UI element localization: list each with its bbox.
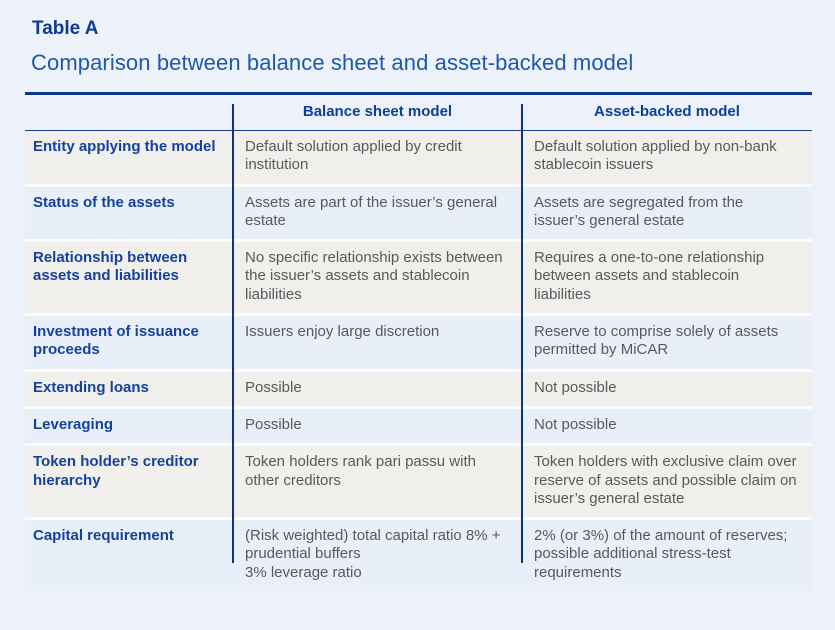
header-balance-sheet-model: Balance sheet model: [302, 103, 453, 120]
row-label: Investment of issuance proceeds: [33, 323, 199, 359]
row-label: Token holder’s creditor hierarchy: [33, 453, 199, 489]
cell-asset-backed: Reserve to comprise solely of assets per…: [534, 323, 779, 359]
comparison-table: Balance sheet model Asset-backed model E…: [25, 95, 812, 592]
cell-asset-backed: Not possible: [534, 415, 617, 433]
row-label: Status of the assets: [33, 193, 175, 211]
cell-balance-sheet: Token holders rank pari passu with other…: [245, 453, 476, 489]
cell-balance-sheet: Possible: [245, 415, 302, 433]
table-label: Table A: [32, 18, 99, 39]
cell-asset-backed: Token holders with exclusive claim over …: [534, 453, 797, 507]
cell-asset-backed: Assets are segregated from the issuer’s …: [534, 193, 744, 229]
table-row: Entity applying the model Default soluti…: [25, 131, 812, 187]
table-header-row: Balance sheet model Asset-backed model: [25, 95, 812, 131]
cell-balance-sheet: (Risk weighted) total capital ratio 8% +…: [245, 527, 501, 581]
table-row: Capital requirement (Risk weighted) tota…: [25, 520, 812, 592]
table-row: Status of the assets Assets are part of …: [25, 186, 812, 243]
table-row: Investment of issuance proceeds Issuers …: [25, 316, 812, 372]
page-title: Comparison between balance sheet and ass…: [31, 50, 634, 75]
table-row: Relationship between assets and liabilit…: [25, 242, 812, 317]
cell-balance-sheet: No specific relationship exists between …: [245, 249, 503, 303]
cell-balance-sheet: Assets are part of the issuer’s general …: [245, 193, 498, 229]
cell-balance-sheet: Issuers enjoy large discretion: [245, 323, 440, 341]
table-row: Leveraging Possible Not possible: [25, 408, 812, 447]
top-rule: [25, 92, 812, 95]
column-divider-2: [521, 104, 523, 563]
cell-asset-backed: Requires a one-to-one relationship betwe…: [534, 249, 765, 303]
row-label: Relationship between assets and liabilit…: [33, 249, 188, 285]
cell-asset-backed: 2% (or 3%) of the amount of reserves; po…: [534, 527, 788, 581]
table-row: Extending loans Possible Not possible: [25, 371, 812, 409]
row-label: Leveraging: [33, 415, 114, 433]
row-label: Extending loans: [33, 378, 149, 396]
header-asset-backed-model: Asset-backed model: [594, 103, 740, 120]
cell-asset-backed: Not possible: [534, 378, 617, 396]
cell-asset-backed: Default solution applied by non-bank sta…: [534, 138, 777, 174]
cell-balance-sheet: Default solution applied by credit insti…: [245, 138, 462, 174]
cell-balance-sheet: Possible: [245, 378, 302, 396]
row-label: Entity applying the model: [33, 138, 216, 155]
table-row: Token holder’s creditor hierarchy Token …: [25, 446, 812, 521]
header-cell-empty: [25, 95, 233, 130]
column-divider-1: [232, 104, 234, 563]
row-label: Capital requirement: [33, 527, 174, 545]
